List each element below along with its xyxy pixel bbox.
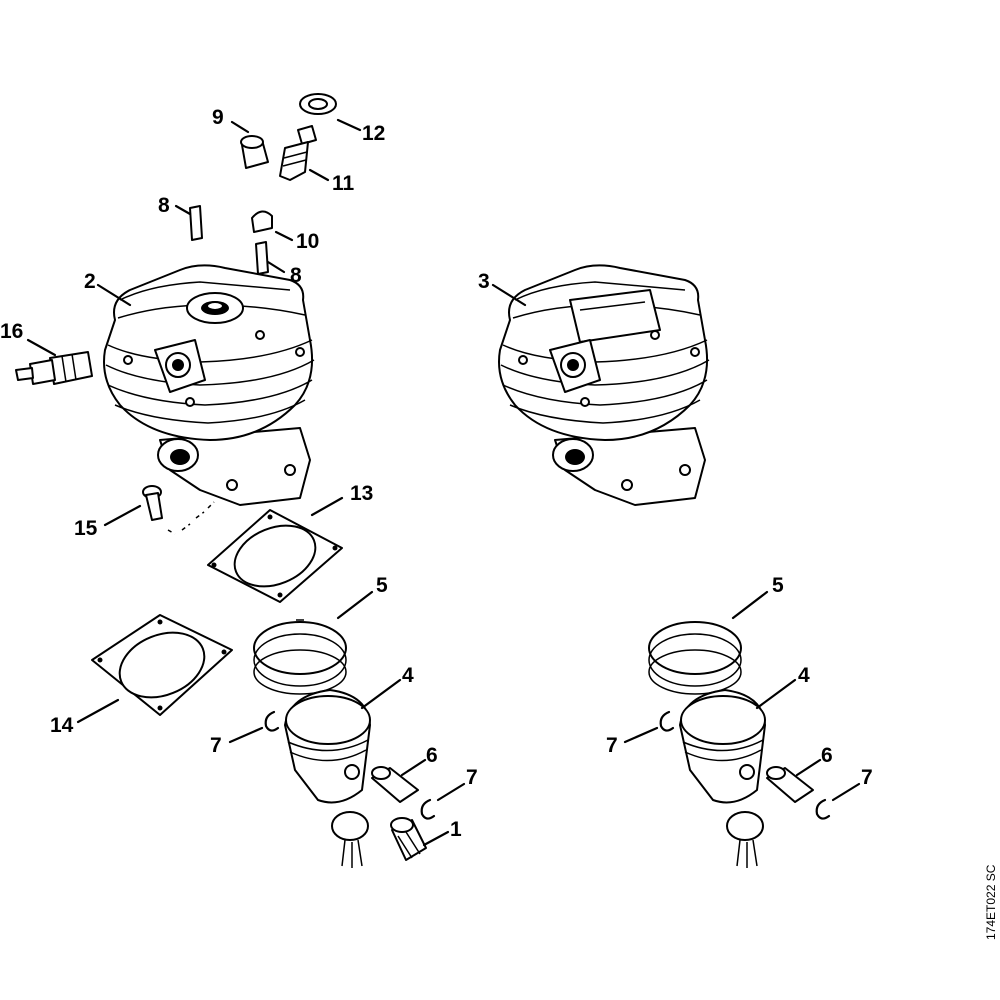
- callout-7d: 7: [861, 766, 873, 789]
- callout-3: 3: [478, 270, 490, 293]
- callout-14: 14: [50, 714, 74, 737]
- callout-11: 11: [332, 172, 355, 195]
- callout-15: 15: [74, 517, 98, 540]
- callout-6b: 6: [821, 744, 833, 767]
- gasket-part-14: [91, 614, 233, 716]
- decompression-valve-part-11: [279, 125, 317, 181]
- callout-7b: 7: [466, 766, 478, 789]
- circlip-left-part-7-b: [420, 798, 436, 820]
- callout-5a: 5: [376, 574, 388, 597]
- stud-part-8-b: [255, 241, 269, 275]
- callout-2: 2: [84, 270, 96, 293]
- needle-cage-part-1: [390, 817, 427, 861]
- callout-5b: 5: [772, 574, 784, 597]
- bearing-cage-left: [331, 811, 369, 868]
- callout-1: 1: [450, 818, 462, 841]
- circlip-right-part-7-a: [659, 710, 675, 732]
- spark-plug-part-16: [15, 351, 93, 385]
- callout-12: 12: [362, 122, 385, 145]
- circlip-left-part-7-a: [264, 710, 280, 732]
- callout-7c: 7: [606, 734, 618, 757]
- callout-4a: 4: [402, 664, 414, 687]
- piston-rings-right-part-5: [648, 621, 742, 695]
- plug-part-9: [240, 135, 269, 169]
- callout-10: 10: [296, 230, 319, 253]
- piston-rings-left-part-5: [253, 619, 347, 695]
- circlip-right-part-7-b: [815, 798, 831, 820]
- valve-part-12: [299, 93, 337, 115]
- gasket-part-13: [207, 509, 343, 603]
- bearing-cage-right: [726, 811, 764, 868]
- callout-13: 13: [350, 482, 373, 505]
- stud-part-8-a: [189, 205, 203, 241]
- nut-part-10: [251, 210, 273, 233]
- callout-4b: 4: [798, 664, 810, 687]
- piston-pin-right-part-6: [766, 766, 814, 803]
- callout-labels: 9 12 11 8 10 8 2 3 16 13 15 5 5 4 4 14 7…: [0, 106, 873, 841]
- leader-lines: [26, 118, 861, 847]
- screw-part-15: [142, 485, 215, 535]
- drawing-code: 174ET022 SC: [984, 864, 998, 940]
- cylinder-left-part: [103, 264, 315, 506]
- callout-6a: 6: [426, 744, 438, 767]
- piston-left-part-4: [284, 689, 371, 804]
- piston-right-part-4: [679, 689, 766, 804]
- callout-16: 16: [0, 320, 23, 343]
- callout-7a: 7: [210, 734, 222, 757]
- piston-pin-left-part-6: [371, 766, 419, 803]
- cylinder-right-part: [498, 264, 710, 506]
- callout-8b: 8: [290, 264, 302, 287]
- callout-9: 9: [212, 106, 224, 129]
- callout-8a: 8: [158, 194, 170, 217]
